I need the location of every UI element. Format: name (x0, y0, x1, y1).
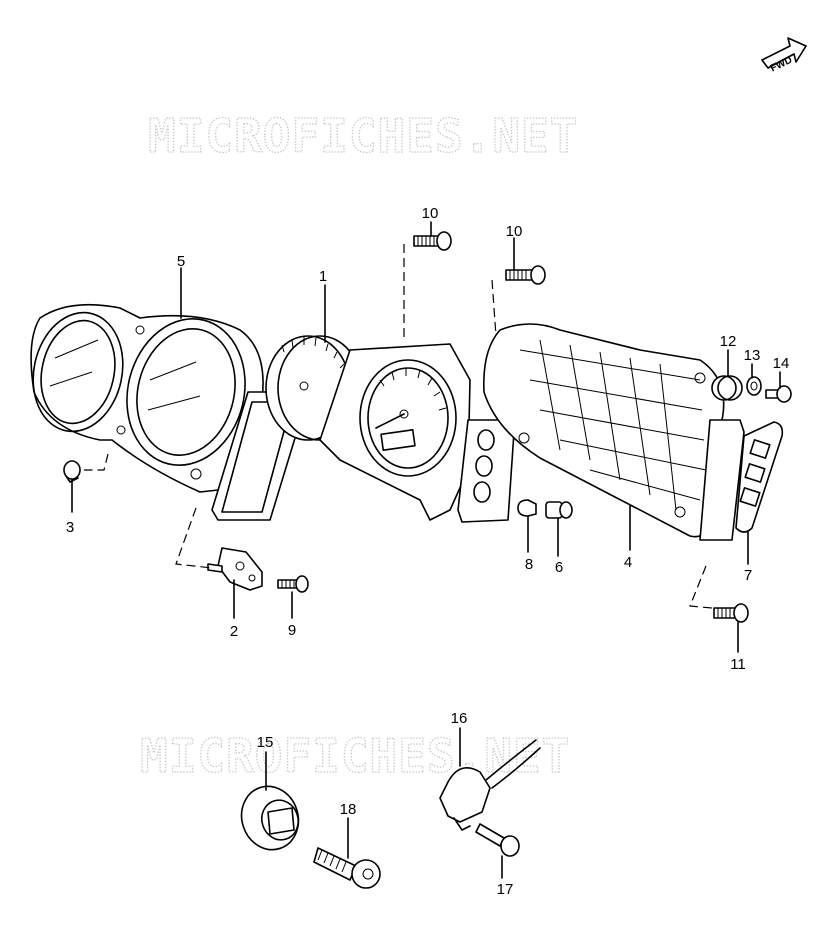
sensor-part (439, 739, 541, 831)
gear-part (240, 785, 300, 851)
bracket-part (207, 547, 263, 591)
cushion-part (63, 460, 81, 483)
callout-9: 9 (288, 622, 296, 639)
indicator-lens-part (735, 421, 784, 533)
callout-12: 12 (720, 333, 737, 350)
callout-16: 16 (451, 710, 468, 727)
meter-cover-part (483, 323, 745, 541)
callout-3: 3 (66, 519, 74, 536)
bolt-part-18 (313, 847, 381, 889)
callout-11: 11 (730, 656, 746, 673)
grommet-part (711, 375, 743, 401)
callout-6: 6 (555, 559, 563, 576)
callout-4: 4 (624, 554, 632, 571)
screw-part-9 (277, 575, 309, 593)
callout-8: 8 (525, 556, 533, 573)
screw-part-11 (713, 603, 749, 623)
callout-10a: 10 (422, 205, 439, 222)
watermark-bottom: MICROFICHES.NET (140, 729, 570, 783)
screw-part-10b (505, 265, 546, 285)
leader-lines (71, 221, 781, 879)
callout-18: 18 (340, 801, 357, 818)
bulb-socket-part (545, 501, 573, 519)
meter-case-part (30, 303, 264, 493)
callout-10b: 10 (506, 223, 523, 240)
callout-17: 17 (497, 881, 514, 898)
meter-assembly-part (265, 335, 515, 523)
callout-15: 15 (257, 734, 274, 751)
callout-14: 14 (773, 355, 790, 372)
callout-13: 13 (744, 347, 761, 364)
washer-part (746, 376, 762, 396)
callout-2: 2 (230, 623, 238, 640)
callout-5: 5 (177, 253, 185, 270)
bulb-part (517, 499, 537, 517)
callouts: 1 2 3 4 5 6 7 8 9 10 10 11 12 13 14 15 1… (66, 205, 790, 898)
callout-7: 7 (744, 567, 752, 584)
screw-part-14 (765, 385, 792, 403)
screw-part-10a (413, 231, 452, 251)
screw-part-17 (475, 823, 520, 857)
watermark-top: MICROFICHES.NET (148, 109, 578, 163)
fwd-arrow-icon: FWD (761, 37, 807, 74)
callout-1: 1 (319, 268, 327, 285)
